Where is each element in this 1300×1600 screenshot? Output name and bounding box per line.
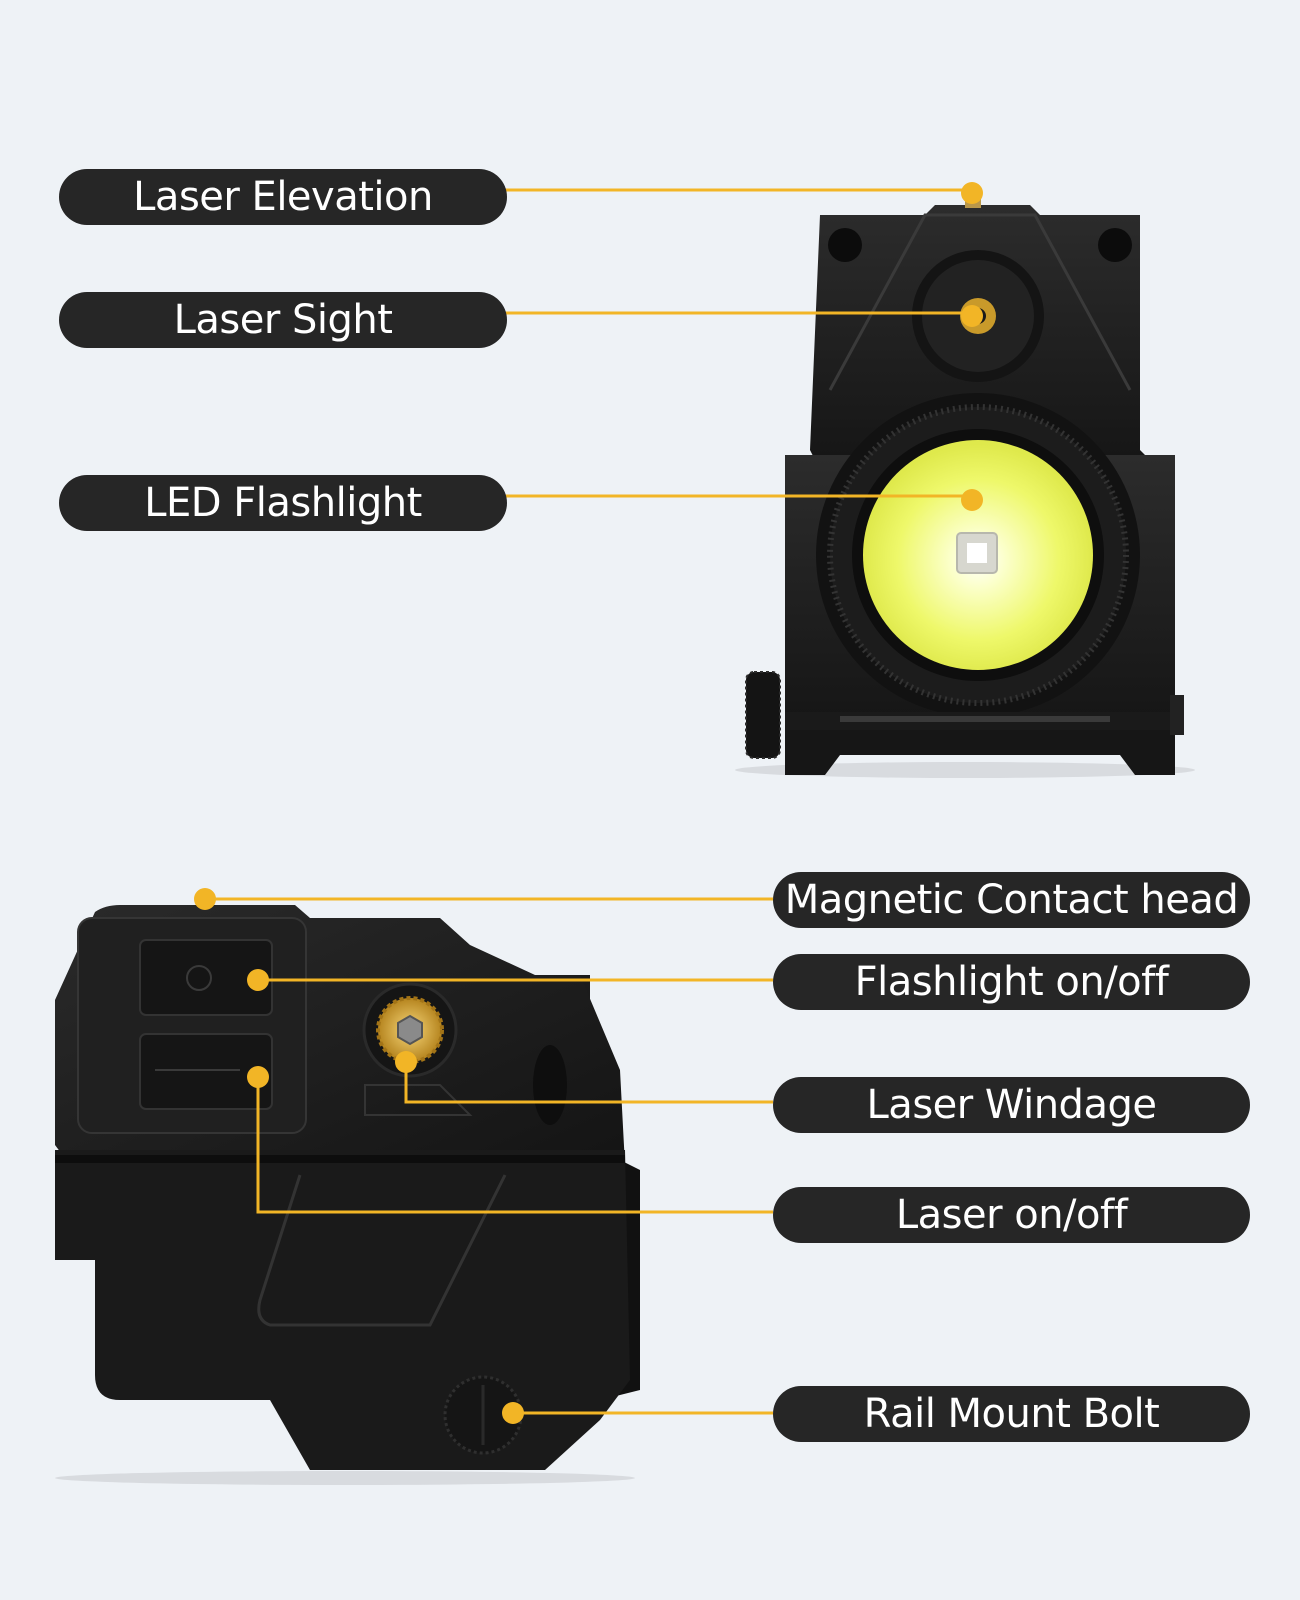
- dot-laser-windage: [395, 1051, 417, 1073]
- dot-rail-mount-bolt: [502, 1402, 524, 1424]
- label-laser-on-off: Laser on/off: [773, 1187, 1250, 1243]
- callout-line-laser-windage: [404, 1062, 773, 1104]
- dot-flashlight-onoff: [247, 969, 269, 991]
- dot-laser-sight: [961, 305, 983, 327]
- dot-laser-elevation: [961, 182, 983, 204]
- label-rail-mount-bolt: Rail Mount Bolt: [773, 1386, 1250, 1442]
- label-flashlight-on-off: Flashlight on/off: [773, 954, 1250, 1010]
- label-laser-elevation: Laser Elevation: [59, 169, 507, 225]
- callout-line-laser-onoff: [256, 1077, 773, 1214]
- dot-led-flashlight: [961, 489, 983, 511]
- dot-magnetic-contact: [194, 888, 216, 910]
- label-magnetic-contact-head: Magnetic Contact head: [773, 872, 1250, 928]
- front-view-device: [735, 196, 1195, 778]
- callout-lines: [205, 188, 972, 1415]
- side-view-device: [55, 905, 640, 1485]
- label-laser-windage: Laser Windage: [773, 1077, 1250, 1133]
- label-laser-sight: Laser Sight: [59, 292, 507, 348]
- callout-dots: [194, 182, 983, 1424]
- label-led-flashlight: LED Flashlight: [59, 475, 507, 531]
- dot-laser-onoff: [247, 1066, 269, 1088]
